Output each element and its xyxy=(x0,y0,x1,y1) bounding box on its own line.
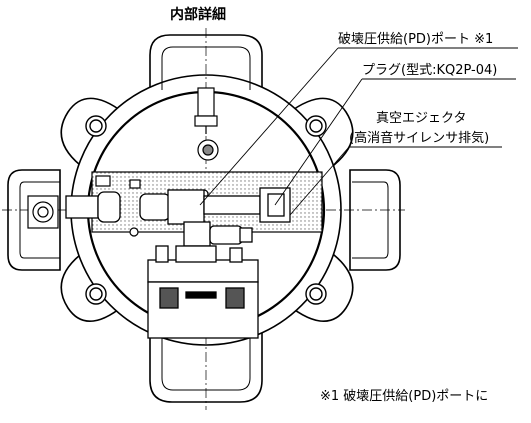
lug-right xyxy=(349,169,401,271)
inner-lug-lines xyxy=(19,46,389,391)
leader-lines xyxy=(199,47,518,216)
bolt-holes xyxy=(85,115,327,305)
footnote: ※1 破壊圧供給(PD)ポートに xyxy=(320,389,489,404)
callout-plug: プラグ(型式:KQ2P-04) xyxy=(362,63,498,78)
callout-ejector-silencer: (高消音サイレンサ排気) xyxy=(349,131,490,146)
ejector-body xyxy=(147,245,259,339)
callout-pd-port: 破壊圧供給(PD)ポート ※1 xyxy=(338,32,494,47)
callout-ejector: 真空エジェクタ xyxy=(376,111,467,126)
pipework xyxy=(65,187,291,247)
left-fitting xyxy=(27,195,59,229)
drawing-title: 内部詳細 xyxy=(170,7,226,23)
top-sensor xyxy=(194,87,219,161)
